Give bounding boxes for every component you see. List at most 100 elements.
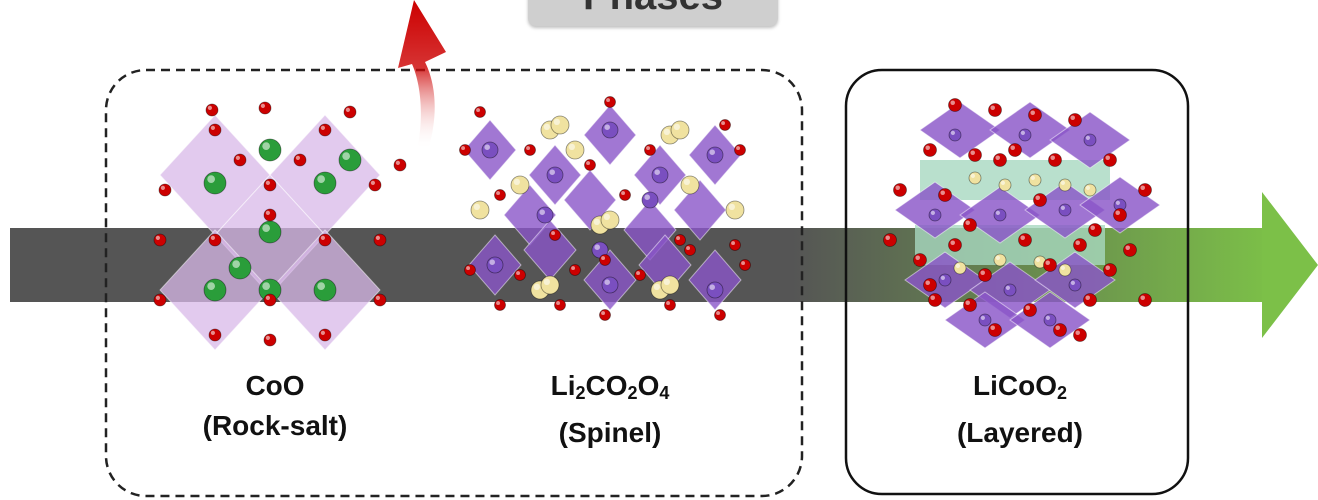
oxygen-atom bbox=[928, 293, 942, 307]
cobalt-atom-shine bbox=[1060, 205, 1065, 210]
cobalt-atom-shine bbox=[995, 210, 1001, 215]
oxygen-atom-shine bbox=[1030, 110, 1035, 115]
oxygen-atom-shine bbox=[716, 311, 720, 316]
oxygen-atom bbox=[569, 264, 581, 276]
oxygen-atom-shine bbox=[1025, 305, 1030, 310]
oxygen-atom bbox=[1053, 323, 1067, 337]
oxygen-atom-shine bbox=[375, 295, 380, 300]
spinel-structure-name: (Spinel) bbox=[558, 417, 662, 448]
oxygen-atom-shine bbox=[1070, 115, 1075, 120]
oxygen-atom-shine bbox=[556, 301, 560, 306]
oxygen-atom-shine bbox=[721, 121, 725, 125]
oxygen-atom-shine bbox=[990, 105, 995, 110]
cobalt-atom-shine bbox=[262, 224, 270, 232]
lithium-atom bbox=[565, 140, 585, 160]
oxygen-atom-shine bbox=[1050, 155, 1055, 161]
oxygen-atom-shine bbox=[1020, 235, 1025, 241]
oxygen-atom-shine bbox=[466, 266, 471, 271]
oxygen-atom bbox=[524, 144, 536, 156]
oxygen-atom bbox=[494, 189, 506, 201]
cobalt-atom-shine bbox=[484, 144, 491, 150]
lithium-atom-shine bbox=[543, 278, 550, 285]
oxygen-atom bbox=[158, 183, 172, 197]
lithium-atom bbox=[1028, 173, 1042, 187]
oxygen-atom-shine bbox=[601, 256, 605, 261]
cobalt-atom-shine bbox=[940, 275, 946, 280]
cobalt-atom-shine bbox=[342, 152, 350, 160]
lithium-atom bbox=[510, 175, 530, 195]
phase-label-spinel: Li2CO2O4 (Spinel) bbox=[500, 366, 720, 453]
oxygen-atom bbox=[1068, 113, 1082, 127]
cobalt-atom bbox=[993, 208, 1007, 222]
cobalt-atom bbox=[481, 141, 499, 159]
oxygen-atom bbox=[368, 178, 382, 192]
oxygen-atom bbox=[208, 233, 222, 247]
lithium-atom bbox=[670, 120, 690, 140]
oxygen-atom bbox=[674, 234, 686, 246]
oxygen-atom-shine bbox=[207, 105, 212, 110]
oxygen-atom-shine bbox=[995, 155, 1000, 161]
cobalt-atom-shine bbox=[930, 210, 936, 215]
oxygen-atom bbox=[1028, 108, 1042, 122]
oxygen-atom-shine bbox=[476, 108, 481, 112]
cobalt-atom bbox=[258, 138, 282, 162]
oxygen-atom-shine bbox=[571, 266, 575, 271]
oxygen-atom bbox=[1138, 183, 1152, 197]
oxygen-atom-shine bbox=[265, 210, 270, 215]
cobalt-tetrahedron bbox=[673, 179, 727, 241]
cobalt-atom bbox=[228, 256, 252, 280]
red-curved-arrow-icon bbox=[398, 0, 446, 150]
oxygen-atom bbox=[729, 239, 741, 251]
oxygen-atom bbox=[153, 293, 167, 307]
cobalt-atom-shine bbox=[594, 244, 600, 250]
cobalt-atom-shine bbox=[1115, 200, 1120, 205]
oxygen-atom-shine bbox=[1035, 195, 1040, 201]
cobalt-atom bbox=[313, 171, 337, 195]
oxygen-atom bbox=[263, 208, 277, 222]
oxygen-atom bbox=[664, 299, 676, 311]
oxygen-atom bbox=[634, 269, 646, 281]
cobalt-atom-shine bbox=[549, 169, 555, 175]
oxygen-atom bbox=[714, 309, 726, 321]
lithium-atom-shine bbox=[473, 203, 480, 211]
oxygen-atom-shine bbox=[915, 255, 920, 260]
oxygen-atom-shine bbox=[686, 246, 690, 250]
cobalt-atom-shine bbox=[1020, 130, 1025, 135]
oxygen-atom bbox=[1073, 328, 1087, 342]
oxygen-atom-shine bbox=[1045, 260, 1050, 265]
oxygen-atom-shine bbox=[885, 235, 890, 241]
oxygen-atom bbox=[978, 268, 992, 282]
oxygen-atom-shine bbox=[1055, 325, 1060, 330]
cobalt-atom bbox=[1003, 283, 1017, 297]
oxygen-atom-shine bbox=[370, 180, 375, 185]
oxygen-atom-shine bbox=[1105, 265, 1110, 270]
lithium-atom-shine bbox=[663, 278, 670, 285]
oxygen-atom-shine bbox=[260, 103, 265, 108]
layered-structure-name: (Layered) bbox=[956, 417, 1084, 448]
cobalt-atom-shine bbox=[980, 315, 986, 320]
cobalt-atom bbox=[948, 128, 962, 142]
cobalt-atom bbox=[258, 220, 282, 244]
lithium-atom bbox=[660, 275, 680, 295]
oxygen-atom bbox=[988, 103, 1002, 117]
cobalt-atom bbox=[486, 256, 504, 274]
lithium-atom bbox=[998, 178, 1012, 192]
cobalt-atom-shine bbox=[317, 175, 325, 183]
oxygen-atom bbox=[393, 158, 407, 172]
oxygen-atom-shine bbox=[636, 271, 640, 276]
oxygen-atom-shine bbox=[1090, 225, 1095, 231]
cobalt-atom-shine bbox=[489, 259, 496, 266]
oxygen-atom bbox=[619, 189, 631, 201]
oxygen-atom-shine bbox=[155, 235, 160, 240]
oxygen-atom bbox=[968, 148, 982, 162]
cobalt-atom bbox=[928, 208, 942, 222]
cobalt-atom bbox=[546, 166, 564, 184]
oxygen-atom bbox=[263, 178, 277, 192]
oxygen-atom bbox=[913, 253, 927, 267]
lithium-atom-shine bbox=[1085, 185, 1090, 190]
oxygen-atom-shine bbox=[265, 335, 270, 340]
oxygen-atom-shine bbox=[1115, 210, 1120, 216]
oxygen-atom bbox=[293, 153, 307, 167]
lithium-atom-shine bbox=[553, 118, 560, 125]
cobalt-atom-shine bbox=[1070, 280, 1075, 285]
